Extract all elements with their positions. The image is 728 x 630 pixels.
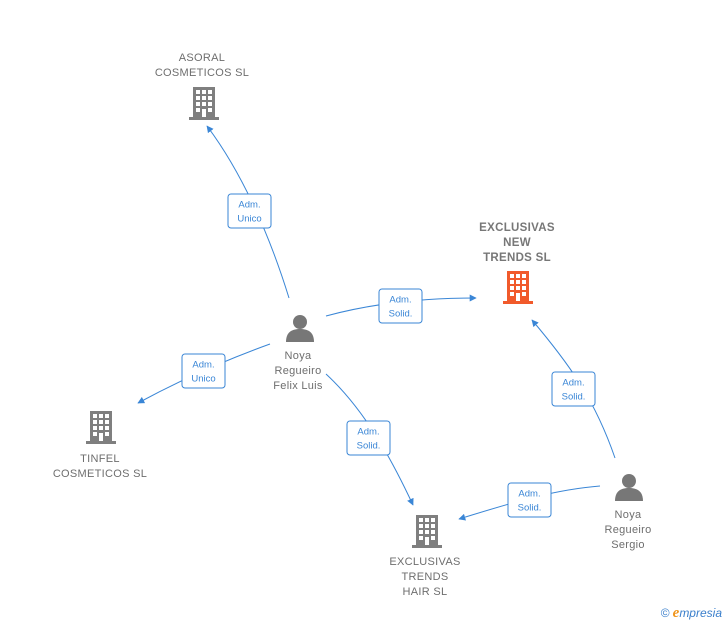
edge-label-felix-tinfel[interactable]: Adm. Unico [181,353,226,389]
node-asoral[interactable]: ASORAL COSMETICOS SL [155,52,249,120]
edge-label-line: Solid. [562,392,586,403]
edges [137,125,616,521]
node-label-line: TRENDS [401,571,448,583]
node-tinfel[interactable]: TINFEL COSMETICOS SL [53,411,147,480]
edge-label-felix-asoral[interactable]: Adm. Unico [227,193,272,229]
node-label-line: Regueiro [274,365,321,377]
node-exclusivas-trends-hair[interactable]: EXCLUSIVAS TRENDS HAIR SL [389,515,460,598]
edge-label-felix-exnew[interactable]: Adm. Solid. [378,288,423,324]
edge-label-sergio-exhair[interactable]: Adm. Solid. [507,482,552,518]
edge-label-line: Solid. [389,309,413,320]
edge-label-line: Adm. [238,200,260,211]
edge-label-line: Solid. [518,503,542,514]
node-label-line: NEW [503,237,531,249]
edge-label-line: Adm. [192,360,214,371]
node-label-line: Sergio [611,539,645,551]
edge-label-line: Adm. [357,427,379,438]
edge-label-felix-exhair[interactable]: Adm. Solid. [346,420,391,456]
node-label-line: EXCLUSIVAS [389,556,460,568]
edge-label-line: Solid. [357,441,381,452]
edge-label-line: Adm. [562,378,584,389]
building-icon [86,411,116,444]
brand-logo-text: mpresia [679,606,722,620]
node-label-line: COSMETICOS SL [155,67,249,79]
building-icon [503,271,533,304]
node-felix-luis[interactable]: Noya Regueiro Felix Luis [273,315,323,392]
edge-label-line: Unico [191,374,215,385]
node-label-line: TINFEL [80,453,120,465]
node-exclusivas-new-trends[interactable]: EXCLUSIVAS NEW TRENDS SL [479,222,555,304]
node-label-line: EXCLUSIVAS [479,222,555,234]
node-label-line: Noya [285,350,312,362]
edge-label-line: Unico [237,214,261,225]
node-label-line: ASORAL [179,52,225,64]
edge-labels: Adm. Unico Adm. Solid. Adm. Unico Adm. S… [181,193,596,518]
edge-label-line: Adm. [389,295,411,306]
building-icon [412,515,442,548]
node-label-line: Felix Luis [273,380,323,392]
brand-footer: ©empresia [661,605,722,622]
edge-label-sergio-exnew[interactable]: Adm. Solid. [551,371,596,407]
node-label-line: HAIR SL [403,586,448,598]
node-label-line: Noya [615,509,642,521]
node-label-line: TRENDS SL [483,252,551,264]
node-label-line: COSMETICOS SL [53,468,147,480]
person-icon [286,315,314,342]
node-label-line: Regueiro [604,524,651,536]
copyright-icon: © [660,606,670,620]
edge-label-line: Adm. [518,489,540,500]
brand-logo-initial: e [672,605,680,621]
person-icon [615,474,643,501]
node-sergio[interactable]: Noya Regueiro Sergio [604,474,651,551]
building-icon [189,87,219,120]
